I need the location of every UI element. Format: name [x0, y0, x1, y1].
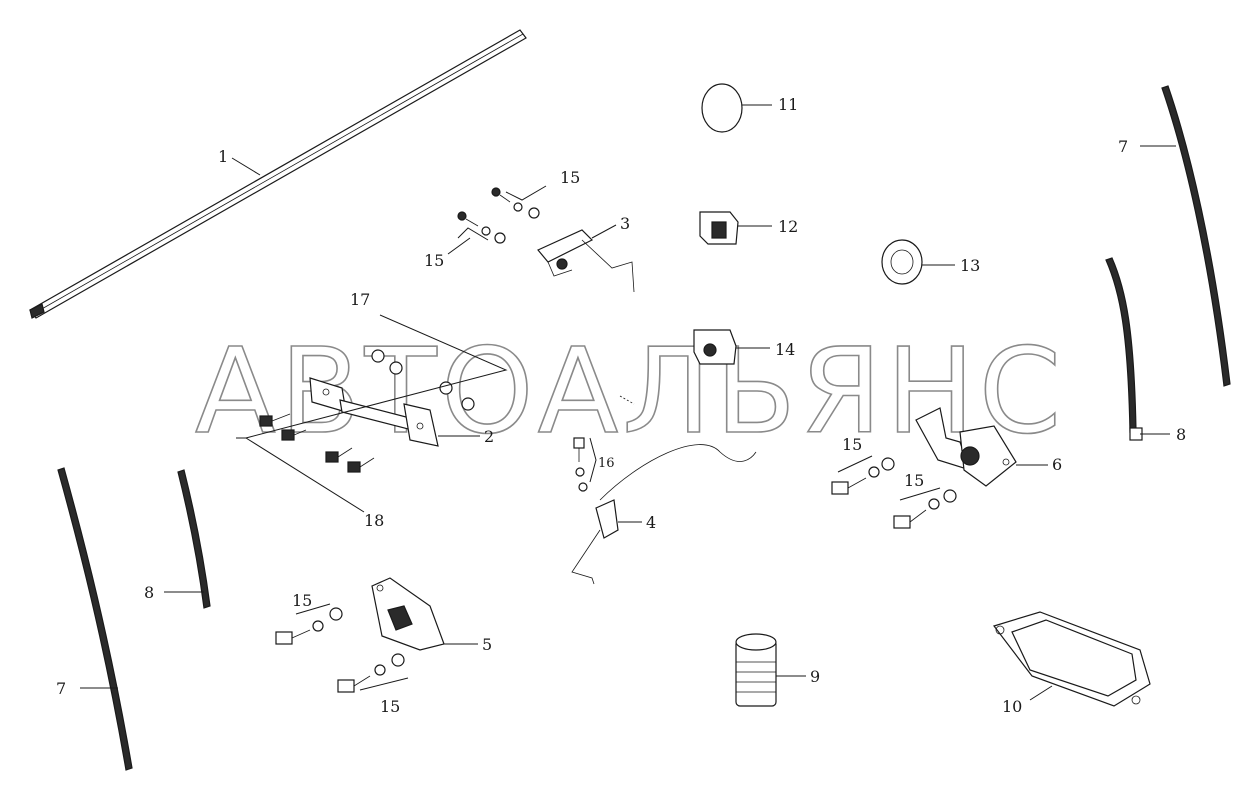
part-2-bracket [309, 377, 439, 447]
callout-15-a: 15 [560, 168, 580, 187]
part-4-cable [571, 444, 757, 585]
callout-2: 2 [484, 427, 494, 446]
part-6-lock [915, 407, 1017, 487]
part-11-cap [701, 83, 743, 133]
callout-15-d: 15 [904, 471, 924, 490]
screw-set-5-lower [337, 653, 405, 693]
callout-12: 12 [778, 217, 798, 236]
screw-set-6-upper [831, 457, 895, 495]
callout-8-right: 8 [1176, 425, 1186, 444]
callout-4: 4 [646, 513, 656, 532]
callout-6: 6 [1052, 455, 1062, 474]
part-7-left-strip [57, 467, 133, 771]
part-9-bellows [735, 633, 777, 707]
part-14-clip [693, 329, 737, 365]
callout-17: 17 [350, 290, 370, 309]
callout-1: 1 [218, 147, 228, 166]
screw-16 [573, 437, 588, 492]
part-13-grommet [881, 239, 923, 285]
callout-14: 14 [775, 340, 795, 359]
part-8-left-strip [177, 469, 211, 609]
callout-10: 10 [1002, 697, 1022, 716]
callout-16: 16 [598, 456, 615, 471]
callout-15-b: 15 [424, 251, 444, 270]
callout-13: 13 [960, 256, 980, 275]
callout-3: 3 [620, 214, 630, 233]
callout-11: 11 [778, 95, 798, 114]
part-5-lock [371, 577, 445, 651]
callout-15-e: 15 [292, 591, 312, 610]
screw-set-5-upper [275, 607, 343, 645]
callout-15-f: 15 [380, 697, 400, 716]
callout-9: 9 [810, 667, 820, 686]
callout-8-left: 8 [144, 583, 154, 602]
callout-7-right: 7 [1118, 137, 1128, 156]
part-7-right-strip [1161, 85, 1231, 387]
part-3-bracket [537, 229, 635, 293]
screw-set-upper-3 [457, 187, 540, 244]
small-clip-fragment [619, 395, 635, 405]
screw-set-6-lower [893, 489, 957, 529]
callout-15-c: 15 [842, 435, 862, 454]
part-12-clip [699, 211, 739, 245]
part-10-cover [993, 611, 1151, 707]
part-8-right-strip [1105, 257, 1143, 441]
callout-18: 18 [364, 511, 384, 530]
part-1-rail [29, 29, 527, 319]
callout-7-left: 7 [56, 679, 66, 698]
bolt-set-18 [259, 413, 375, 473]
callout-5: 5 [482, 635, 492, 654]
